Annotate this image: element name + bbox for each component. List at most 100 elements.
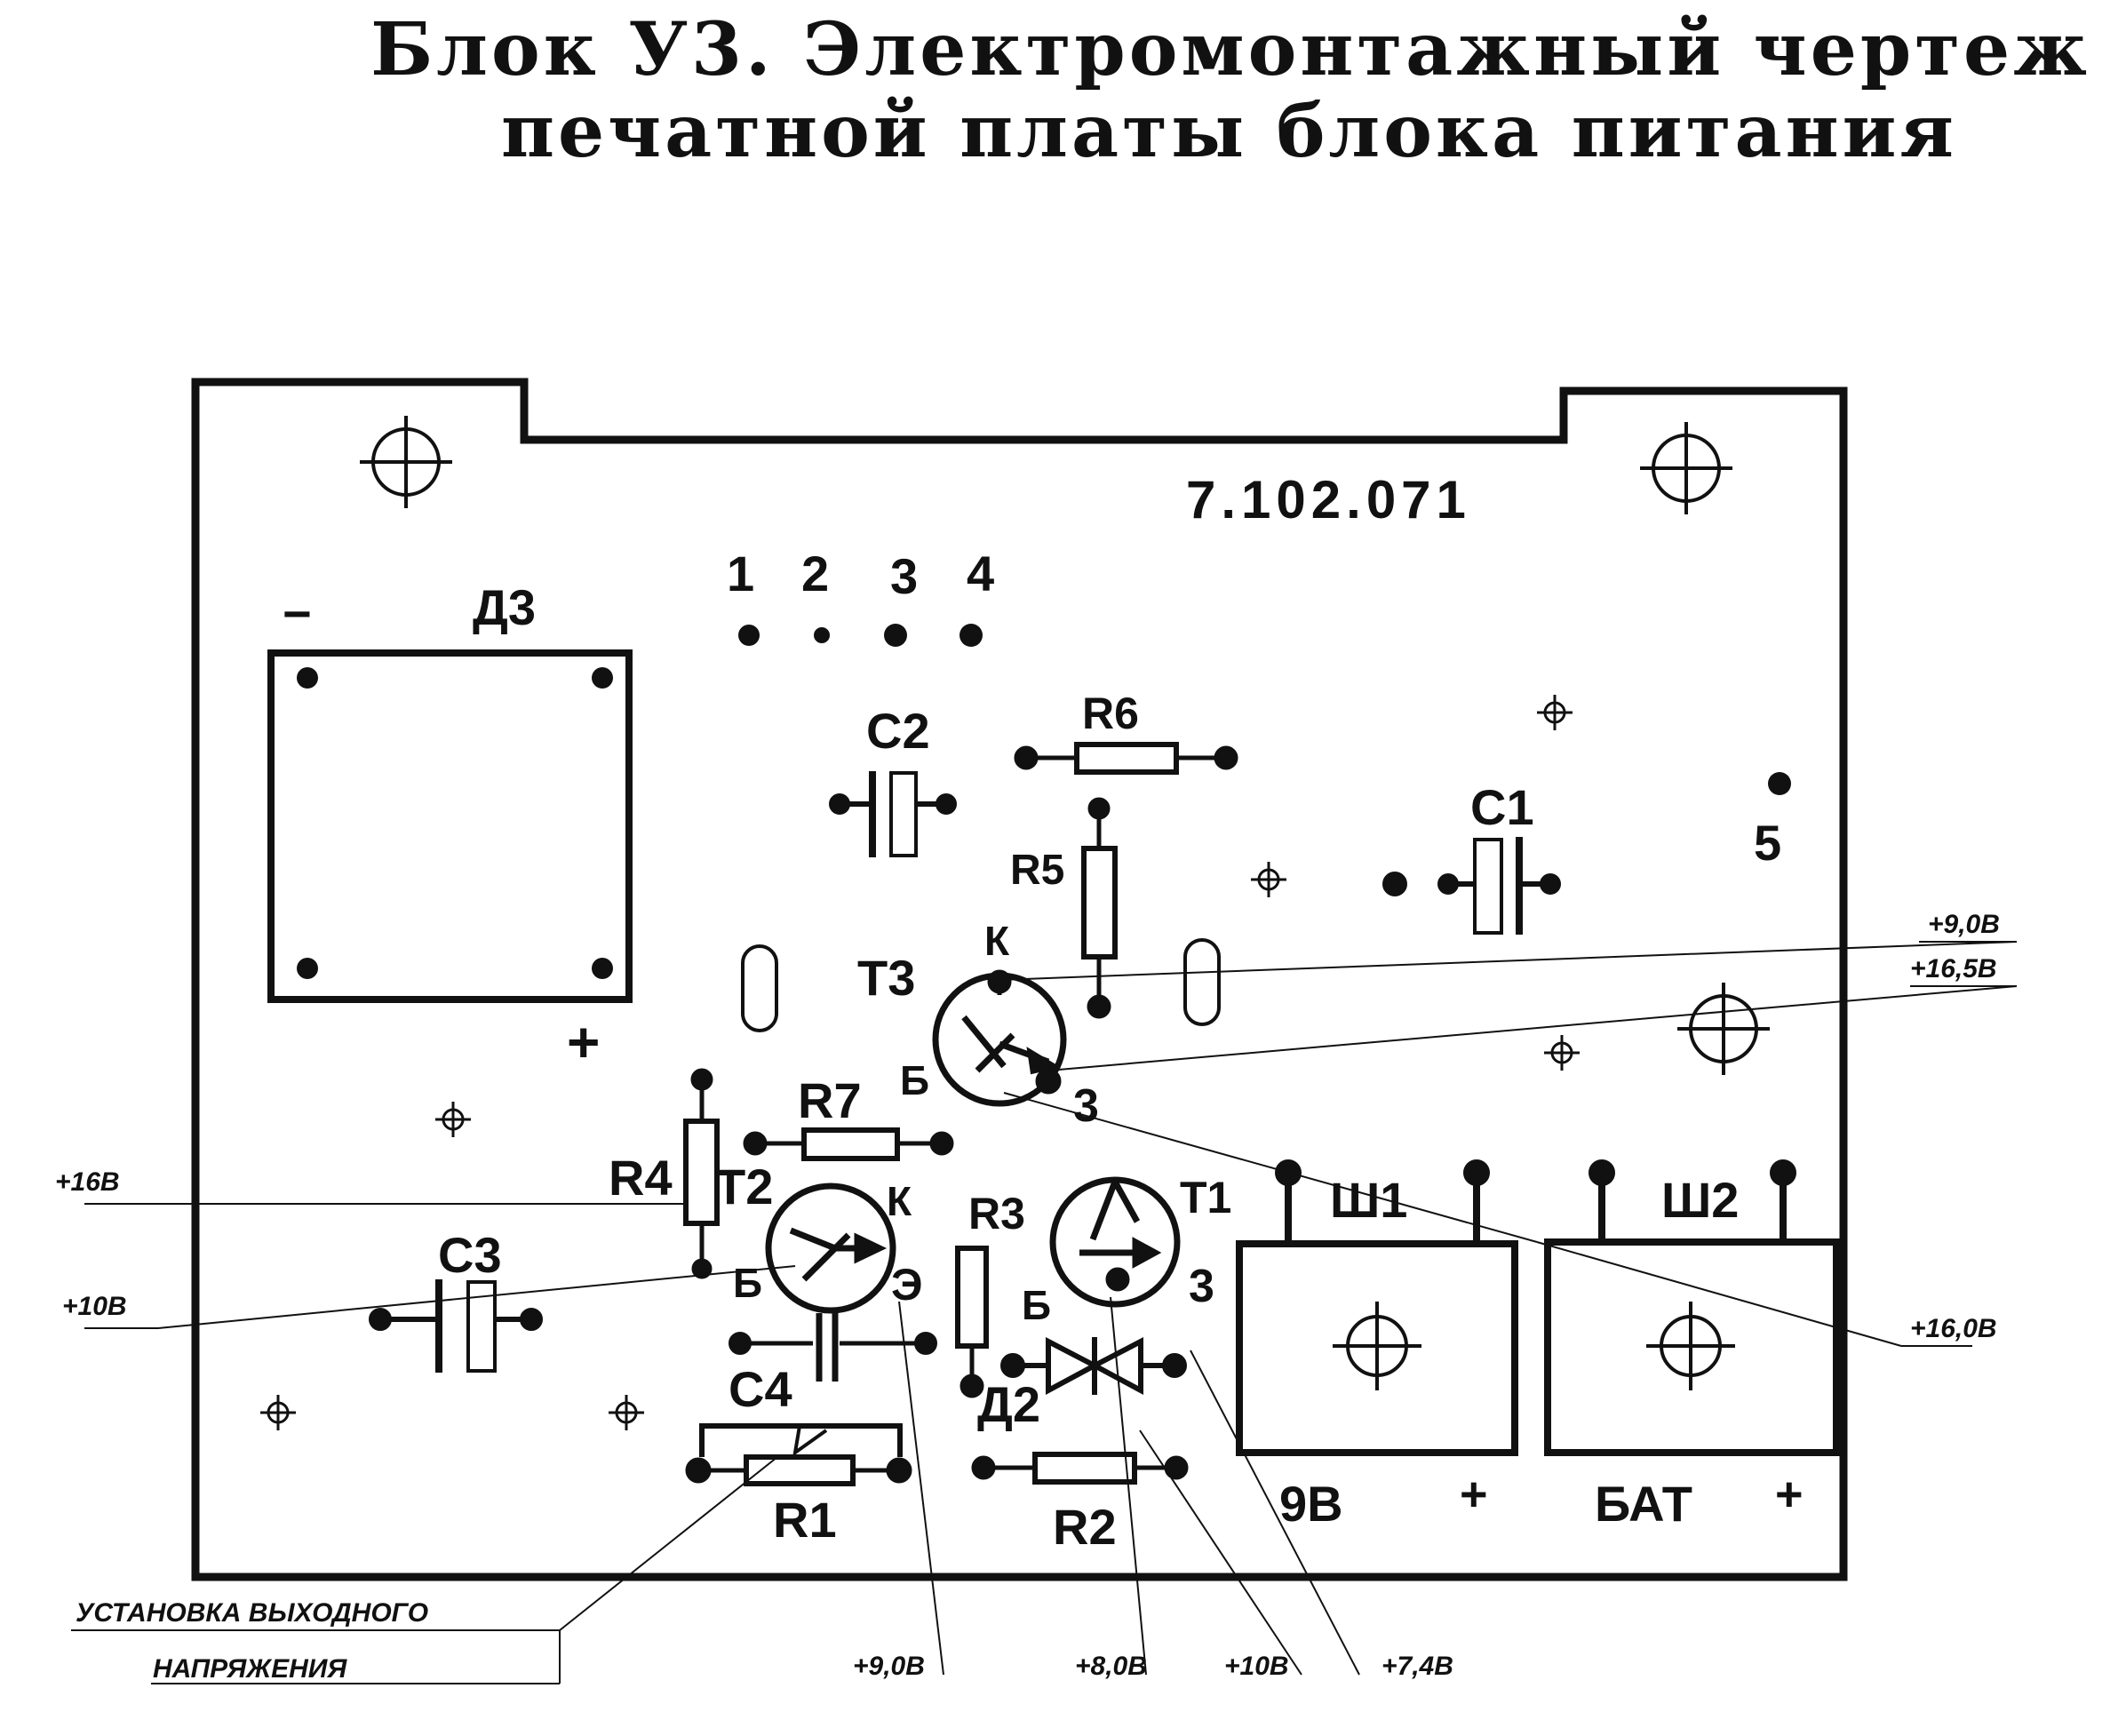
t3-pin-e: 3 xyxy=(1073,1080,1099,1132)
bat-label: БАТ xyxy=(1595,1476,1692,1532)
t2-transistor xyxy=(765,1183,896,1314)
page-title: Блок У3. Электромонтажный чертеж печатно… xyxy=(314,0,2090,172)
t1-pin-b: Б xyxy=(1022,1282,1051,1328)
c1-label: C1 xyxy=(1470,779,1534,835)
sh2-connector xyxy=(1544,1159,1840,1456)
sh1-label: Ш1 xyxy=(1330,1172,1407,1228)
r7-label: R7 xyxy=(798,1072,862,1128)
voltage-label: +8,0В xyxy=(1075,1652,1147,1681)
pin-label-5: 5 xyxy=(1754,815,1781,871)
mounting-hole-top-right xyxy=(1640,422,1732,514)
title-line-2: печатной платы блока питания xyxy=(500,89,1957,174)
leader-line xyxy=(1536,1241,1902,1347)
part-number: 7.102.071 xyxy=(1186,470,1471,530)
pin-pad-1 xyxy=(738,625,760,646)
t3-pin-b: Б xyxy=(900,1057,929,1103)
sh2-label: Ш2 xyxy=(1661,1172,1739,1228)
d3-label: Д3 xyxy=(473,579,536,635)
via-crosshair xyxy=(435,1102,471,1137)
leader-line xyxy=(1047,985,2018,1071)
c3-label: C3 xyxy=(438,1227,502,1283)
sh1-screw xyxy=(1333,1302,1421,1390)
plus-9v: + xyxy=(1460,1468,1488,1521)
slot-oval xyxy=(741,944,778,1032)
t1-transistor xyxy=(1049,1176,1181,1308)
t1-pin-e: 3 xyxy=(1189,1261,1214,1312)
t3-transistor xyxy=(932,969,1067,1107)
via-crosshair xyxy=(1251,862,1286,897)
leader-line xyxy=(157,1265,796,1329)
pin-label-1: 1 xyxy=(727,545,754,601)
slot-oval xyxy=(1183,938,1221,1026)
via-crosshair xyxy=(1544,1035,1580,1071)
mounting-hole-right xyxy=(1677,983,1770,1075)
t1-label: T1 xyxy=(1180,1173,1231,1222)
sh1-connector xyxy=(1236,1159,1518,1456)
d3-plus: + xyxy=(567,1010,600,1074)
t2-pin-k: К xyxy=(887,1178,912,1224)
r4-label: R4 xyxy=(609,1150,673,1206)
board-outline xyxy=(191,378,1848,1581)
voltage-label: +9,0В xyxy=(1928,910,2000,939)
leader-line xyxy=(1110,1296,1147,1676)
mounting-hole-top-left xyxy=(360,416,452,508)
voltage-label: +16,0В xyxy=(1910,1314,1997,1343)
leader-line xyxy=(1139,1429,1302,1676)
voltage-label: +7,4В xyxy=(1382,1652,1453,1681)
r2-resistor xyxy=(971,1452,1189,1485)
t3-label: T3 xyxy=(857,950,915,1006)
r1-trimmer xyxy=(685,1423,912,1486)
d2-zener-diode xyxy=(1000,1337,1187,1396)
pin-label-2: 2 xyxy=(801,545,829,601)
d3-pad xyxy=(297,958,318,979)
r1-label: R1 xyxy=(773,1492,837,1548)
r4-resistor xyxy=(683,1068,720,1279)
r2-label: R2 xyxy=(1053,1499,1117,1555)
c3-capacitor xyxy=(369,1279,543,1373)
c4-capacitor xyxy=(729,1313,937,1382)
pin-pad-5 xyxy=(1768,772,1791,795)
c4-label: C4 xyxy=(729,1361,792,1417)
r6-resistor xyxy=(1014,742,1238,775)
leader-line xyxy=(559,1456,778,1631)
title-line-1: Блок У3. Электромонтажный чертеж xyxy=(370,7,2090,92)
leader-line xyxy=(999,941,2018,981)
r5-label: R5 xyxy=(1010,847,1064,894)
r5-resistor xyxy=(1081,797,1118,1019)
via-crosshair xyxy=(1537,695,1573,730)
c2-capacitor xyxy=(829,771,957,857)
r3-label: R3 xyxy=(968,1189,1025,1238)
pin-label-3: 3 xyxy=(890,548,918,604)
plus-bat: + xyxy=(1775,1468,1804,1521)
sh2-screw xyxy=(1646,1302,1735,1390)
d3-block xyxy=(267,649,633,1003)
t2-pin-e: Э xyxy=(891,1260,923,1310)
nine-v-label: 9В xyxy=(1279,1476,1343,1532)
via-crosshair xyxy=(609,1395,644,1430)
voltage-label: +16В xyxy=(55,1167,120,1197)
voltage-label: +10В xyxy=(62,1292,127,1321)
d2-label: Д2 xyxy=(977,1376,1040,1432)
voltage-label: +16,5В xyxy=(1910,954,1997,983)
t3-pin-k: К xyxy=(984,918,1010,964)
pin-pad-4 xyxy=(959,624,983,647)
leader-line xyxy=(1003,1092,1538,1243)
r7-resistor xyxy=(743,1127,954,1161)
c2-label: C2 xyxy=(866,703,930,759)
voltage-label: +10В xyxy=(1224,1652,1289,1681)
t2-pin-b: Б xyxy=(733,1260,762,1306)
pin-label-4: 4 xyxy=(967,545,994,601)
d3-minus: − xyxy=(283,585,312,641)
d3-pad xyxy=(592,667,613,689)
r6-label: R6 xyxy=(1082,689,1139,738)
t2-label: T2 xyxy=(715,1159,773,1214)
d3-pad xyxy=(592,958,613,979)
pin-pad-2 xyxy=(814,627,830,643)
pin-pad-3 xyxy=(884,624,907,647)
c1-capacitor xyxy=(1382,837,1561,935)
via-crosshair xyxy=(260,1395,296,1430)
r3-resistor xyxy=(955,1246,989,1398)
d3-pad xyxy=(297,667,318,689)
leader-line xyxy=(1190,1350,1360,1676)
